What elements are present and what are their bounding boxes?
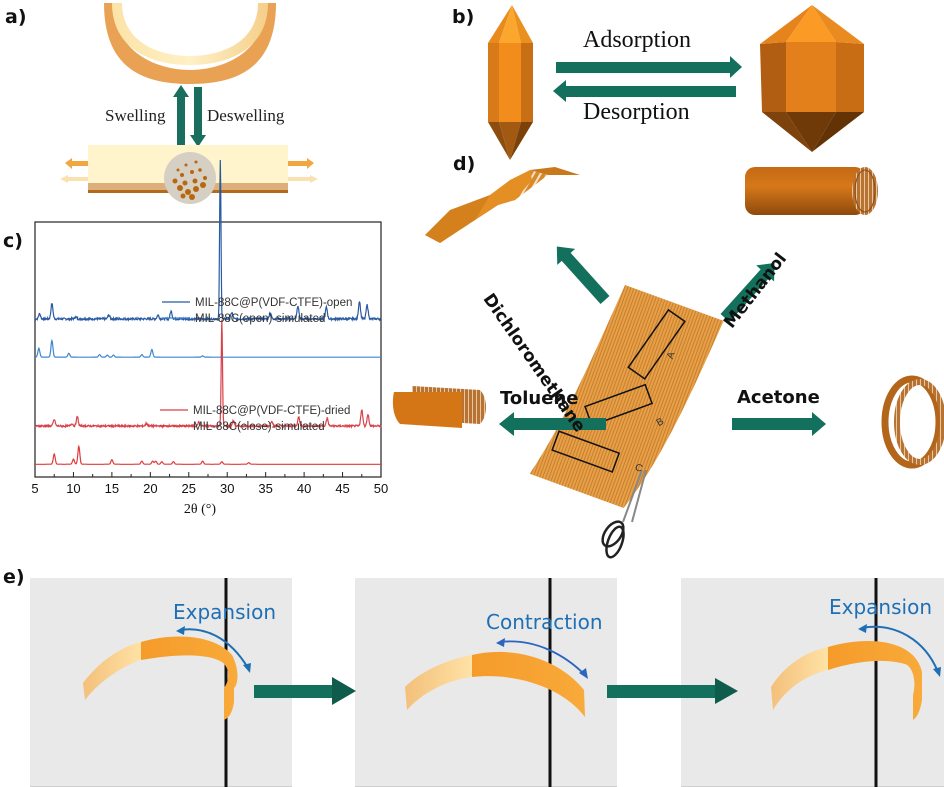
adsorption-label: Adsorption: [583, 27, 691, 53]
transition-arrow-1-icon: [254, 677, 356, 705]
narrow-crystal-shape: [488, 5, 533, 160]
state-label-3: Expansion: [829, 595, 932, 619]
swollen-film-shape: [104, 3, 276, 84]
mof-particles-circle: [164, 152, 216, 204]
desorption-arrow-icon: [553, 80, 736, 102]
arc-strip-2-shape: [405, 651, 585, 717]
xrd-chart: 5 10 15 20 25 30 35 40 45 50 MIL-88C@P(VDF-CTFE)-…: [31, 159, 388, 517]
toluene-label: Toluene: [500, 388, 579, 409]
curled-strip-3-shape: [771, 641, 922, 720]
panel-b-label: b): [452, 6, 475, 28]
ring-roll-shape: [881, 375, 944, 469]
series-line-2: [35, 338, 381, 358]
adsorption-arrow-icon: [556, 56, 742, 78]
expansion-arrow-1-icon: [179, 628, 249, 669]
right-arrow-icon: [288, 158, 314, 169]
swelling-arrow-icon: [173, 85, 189, 145]
strip-b-outline: [584, 383, 654, 427]
wide-crystal-shape: [760, 5, 864, 152]
dichloromethane-arrow-icon: [556, 246, 610, 305]
legend-entry: MIL-88C@P(VDF-CTFE)-dried: [193, 405, 350, 417]
legend-entry: MIL-88C(open)-simulated: [195, 313, 325, 325]
state-label-1: Expansion: [173, 600, 276, 624]
half-roll-shape: [392, 386, 486, 428]
x-tick-label: 50: [374, 481, 388, 496]
x-tick-label: 5: [31, 481, 38, 496]
x-axis-label: 2θ (°): [184, 502, 216, 517]
x-tick-label: 45: [335, 481, 349, 496]
plot-frame: [34, 221, 382, 478]
x-tick-label: 15: [105, 481, 119, 496]
x-tick-label: 10: [66, 481, 80, 496]
acetone-arrow-icon: [732, 412, 826, 436]
state-box-1: [30, 578, 292, 787]
film-sheet-shape: [529, 285, 724, 508]
state-label-2: Contraction: [486, 610, 603, 634]
x-tick-label: 20: [143, 481, 157, 496]
deswelling-label: Deswelling: [207, 106, 285, 125]
x-tick-label: 35: [258, 481, 272, 496]
panel-e-illustration: [83, 578, 941, 787]
series-line-4: [35, 444, 381, 465]
series-line-1: [34, 159, 382, 323]
legend-entry: MIL-88C(close)-simulated: [193, 421, 325, 433]
contraction-arrow-icon: [499, 640, 586, 676]
panel-a-illustration: [60, 3, 318, 204]
legend-entry: MIL-88C@P(VDF-CTFE)-open: [195, 297, 352, 309]
panel-c-label: c): [3, 230, 23, 252]
panel-d-illustration: [392, 167, 944, 559]
transition-arrow-2-icon: [607, 678, 738, 704]
deswelling-arrow-icon: [190, 87, 206, 147]
panel-b-illustration: [488, 5, 864, 160]
x-tick-label: 30: [220, 481, 234, 496]
panel-d-label: d): [453, 153, 476, 175]
swelling-label: Swelling: [105, 106, 166, 125]
strip-a-outline: [627, 308, 686, 380]
desorption-label: Desorption: [583, 99, 690, 125]
panel-a-label: a): [5, 6, 27, 28]
curled-strip-1-shape: [83, 636, 238, 720]
methanol-arrow-icon: [720, 263, 775, 323]
scissors-icon: [601, 469, 647, 559]
panel-e-label: e): [3, 566, 25, 588]
series-line-3: [34, 319, 382, 430]
helix-strip-shape: [425, 167, 580, 243]
x-tick-label: 40: [297, 481, 311, 496]
strip-c-outline: [551, 430, 621, 473]
state-box-3: [681, 578, 944, 787]
expansion-arrow-3-icon: [861, 625, 939, 673]
tube-roll-shape: [745, 167, 878, 215]
acetone-label: Acetone: [737, 387, 820, 408]
left-arrow-icon: [65, 158, 88, 169]
toluene-arrow-icon: [499, 412, 606, 436]
x-tick-label: 25: [182, 481, 196, 496]
